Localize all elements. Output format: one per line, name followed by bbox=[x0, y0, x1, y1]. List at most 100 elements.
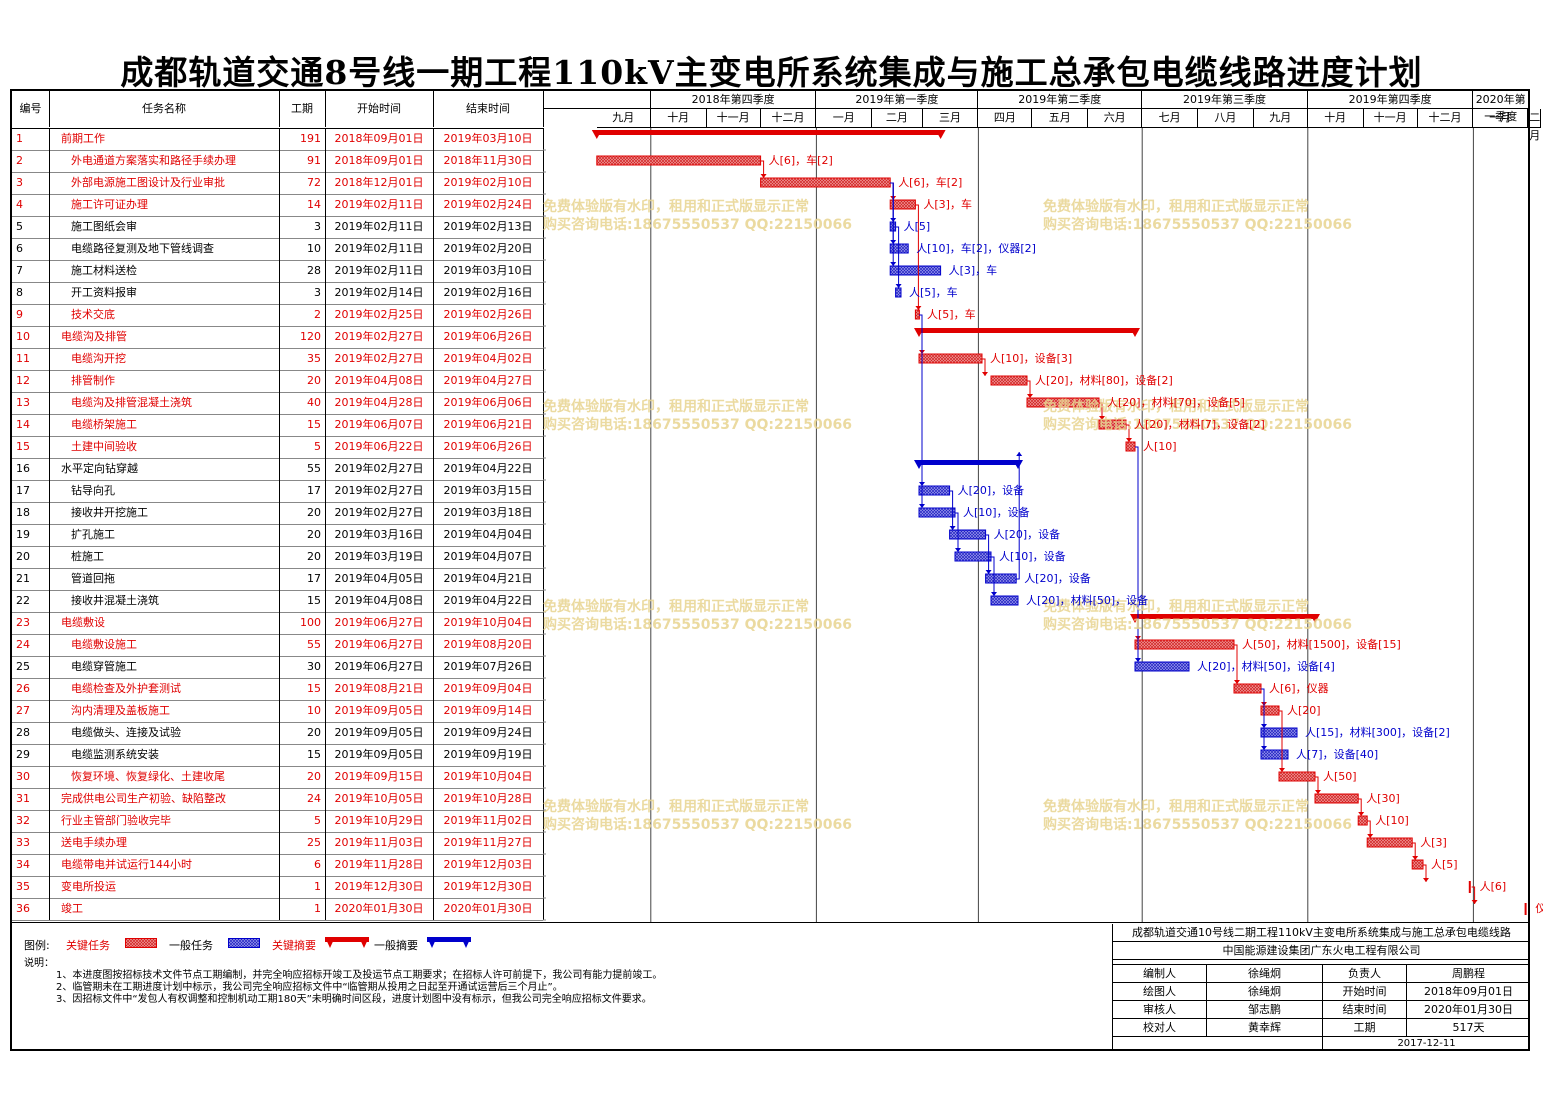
info-r1-label: 编制人 bbox=[1112, 965, 1206, 983]
dependency-line bbox=[915, 204, 919, 310]
task-duration: 40 bbox=[279, 392, 326, 414]
task-name: 电缆敷设施工 bbox=[49, 634, 280, 656]
task-start: 2019年09月05日 bbox=[325, 722, 434, 744]
task-duration: 20 bbox=[279, 546, 326, 568]
dependency-arrow bbox=[991, 592, 997, 596]
summary-cap-end bbox=[1130, 328, 1140, 337]
task-id: 9 bbox=[12, 304, 50, 326]
month-label: 九月 bbox=[596, 109, 651, 128]
task-end: 2019年03月10日 bbox=[433, 260, 544, 282]
info-r4-value2: 517天 bbox=[1406, 1019, 1530, 1037]
summary-bar bbox=[919, 460, 1018, 465]
dependency-line bbox=[991, 556, 995, 596]
task-id: 18 bbox=[12, 502, 50, 524]
task-start: 2019年04月28日 bbox=[325, 392, 434, 414]
task-end: 2019年04月22日 bbox=[433, 458, 544, 480]
task-name: 施工许可证办理 bbox=[49, 194, 280, 216]
task-name: 电缆敷设 bbox=[49, 612, 280, 634]
legend: 图例: 关键任务 一般任务 关键摘要 一般摘要 说明： 1、本进度图按招标技术文… bbox=[12, 924, 1112, 1051]
task-start: 2018年09月01日 bbox=[325, 150, 434, 172]
legend-normal-summary-swatch bbox=[427, 937, 471, 948]
task-start: 2019年11月28日 bbox=[325, 854, 434, 876]
task-name: 钻导向孔 bbox=[49, 480, 280, 502]
quarter-label: 2019年第一季度 bbox=[816, 91, 979, 109]
month-label: 十二月 bbox=[1417, 109, 1474, 128]
dependency-line bbox=[1471, 886, 1476, 904]
task-annotation: 人[10] bbox=[1143, 440, 1177, 453]
task-name: 电缆带电并试运行144小时 bbox=[49, 854, 280, 876]
month-label: 六月 bbox=[1088, 109, 1143, 128]
task-annotation: 人[5] bbox=[1431, 858, 1458, 871]
task-name: 接收井混凝土浇筑 bbox=[49, 590, 280, 612]
task-bar bbox=[1314, 793, 1359, 804]
dependency-line bbox=[955, 512, 959, 552]
task-start: 2019年09月05日 bbox=[325, 700, 434, 722]
task-duration: 10 bbox=[279, 238, 326, 260]
task-name: 电缆穿管施工 bbox=[49, 656, 280, 678]
info-r1-value2: 周鹏程 bbox=[1406, 965, 1530, 983]
info-date: 2017-12-11 bbox=[1322, 1037, 1530, 1051]
task-duration: 120 bbox=[279, 326, 326, 348]
task-bar bbox=[1260, 727, 1298, 738]
task-id: 29 bbox=[12, 744, 50, 766]
task-end: 2019年02月13日 bbox=[433, 216, 544, 238]
task-id: 10 bbox=[12, 326, 50, 348]
task-annotation: 人[20]，材料[50]，设备[4] bbox=[1197, 660, 1335, 673]
legend-normal-summary-text: 一般摘要 bbox=[374, 939, 418, 952]
dependency-arrow bbox=[919, 504, 925, 508]
page-title: 成都轨道交通8号线一期工程110kV主变电所系统集成与施工总承包电缆线路进度计划 bbox=[120, 53, 1423, 92]
task-id: 5 bbox=[12, 216, 50, 238]
task-id: 28 bbox=[12, 722, 50, 744]
legend-normal-text: 一般任务 bbox=[169, 939, 213, 952]
task-annotation: 仪器[10] bbox=[1535, 902, 1543, 915]
task-id: 14 bbox=[12, 414, 50, 436]
header-start: 开始时间 bbox=[325, 91, 434, 127]
task-duration: 55 bbox=[279, 634, 326, 656]
task-name: 电缆路径复测及地下管线调查 bbox=[49, 238, 280, 260]
task-duration: 10 bbox=[279, 700, 326, 722]
task-bar bbox=[918, 485, 951, 496]
task-id: 36 bbox=[12, 898, 50, 920]
task-annotation: 人[7]，设备[40] bbox=[1296, 748, 1379, 761]
task-annotation: 人[6]，车[2] bbox=[768, 154, 833, 167]
task-id: 27 bbox=[12, 700, 50, 722]
info-r3-value2: 2020年01月30日 bbox=[1406, 1001, 1530, 1019]
